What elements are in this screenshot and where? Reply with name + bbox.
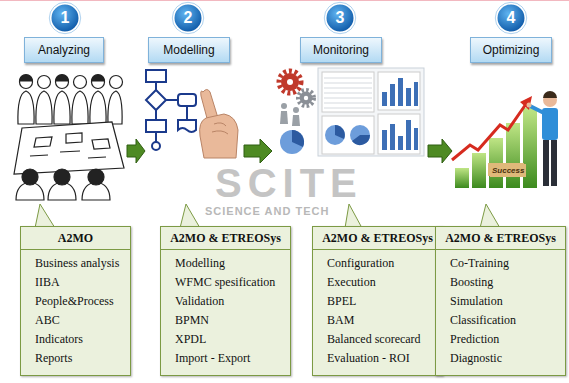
heading-rule xyxy=(436,249,565,250)
callout-item: Co-Training xyxy=(436,254,509,273)
success-chart xyxy=(452,91,558,188)
phase-name: Analyzing xyxy=(38,38,90,62)
callout-item: Configuration xyxy=(313,254,394,273)
phase-name: Modelling xyxy=(163,38,214,62)
callout-item: Import - Export xyxy=(161,349,250,368)
callout-heading: A2MO & ETREOSys xyxy=(318,227,437,249)
phase-arrow xyxy=(127,139,452,163)
hand xyxy=(200,90,238,159)
watermark: SCIENCE AND TECH xyxy=(205,205,329,218)
callout-item: Evaluation - ROI xyxy=(313,349,410,368)
callout-item: WFMC spesification xyxy=(161,273,275,292)
phase-name: Optimizing xyxy=(483,38,540,62)
callout-tail xyxy=(35,204,500,228)
step-digit: 3 xyxy=(336,2,345,34)
heading-rule xyxy=(21,249,130,250)
callout-item: Diagnostic xyxy=(436,349,502,368)
step-digit: 4 xyxy=(507,2,516,34)
phase-name: Monitoring xyxy=(313,38,369,62)
callout-item: Classification xyxy=(436,311,516,330)
callout-item: IIBA xyxy=(21,273,60,292)
top-rule xyxy=(0,0,569,1)
step-digit: 2 xyxy=(184,2,193,34)
dashboard xyxy=(279,68,424,156)
callout-item: Execution xyxy=(313,273,376,292)
step-number: 2 xyxy=(172,2,204,34)
callout-item: BPMN xyxy=(161,311,209,330)
flowchart-sketch xyxy=(146,70,196,150)
callout-heading: A2MO xyxy=(54,227,97,249)
callout-item: Modelling xyxy=(161,254,225,273)
meeting-sketch xyxy=(14,75,124,200)
illustration-text: Success xyxy=(490,164,526,177)
callout-item: Reports xyxy=(21,349,72,368)
callout-item: BAM xyxy=(313,311,354,330)
phase-label: Monitoring xyxy=(300,37,382,63)
phase-label: Optimizing xyxy=(470,37,552,63)
callout-heading: A2MO & ETREOSys xyxy=(441,227,560,249)
step-digit: 1 xyxy=(61,2,70,34)
step-number: 4 xyxy=(495,2,527,34)
step-number: 1 xyxy=(49,2,81,34)
callout-item: Balanced scorecard xyxy=(313,330,421,349)
callout-item: Boosting xyxy=(436,273,493,292)
tool-callout: A2MO & ETREOSysCo-TrainingBoostingSimula… xyxy=(435,226,566,376)
callout-heading: A2MO & ETREOSys xyxy=(166,227,285,249)
callout-item: Simulation xyxy=(436,292,503,311)
tool-callout: A2MO & ETREOSysModellingWFMC spesificati… xyxy=(160,226,291,376)
heading-rule xyxy=(161,249,290,250)
callout-item: Indicators xyxy=(21,330,83,349)
watermark: SCITE xyxy=(215,163,363,203)
callout-item: Business analysis xyxy=(21,254,119,273)
step-number: 3 xyxy=(324,2,356,34)
callout-item: BPEL xyxy=(313,292,356,311)
phase-label: Modelling xyxy=(148,37,230,63)
callout-item: Prediction xyxy=(436,330,499,349)
tool-callout: A2MO Business analysisIIBAPeople&ProcessA… xyxy=(20,226,131,376)
tool-callout: A2MO & ETREOSysConfigurationExecutionBPE… xyxy=(312,226,443,376)
callout-item: People&Process xyxy=(21,292,114,311)
phase-label: Analyzing xyxy=(24,37,104,63)
callout-item: XPDL xyxy=(161,330,206,349)
heading-rule xyxy=(313,249,442,250)
callout-item: ABC xyxy=(21,311,60,330)
callout-item: Validation xyxy=(161,292,224,311)
